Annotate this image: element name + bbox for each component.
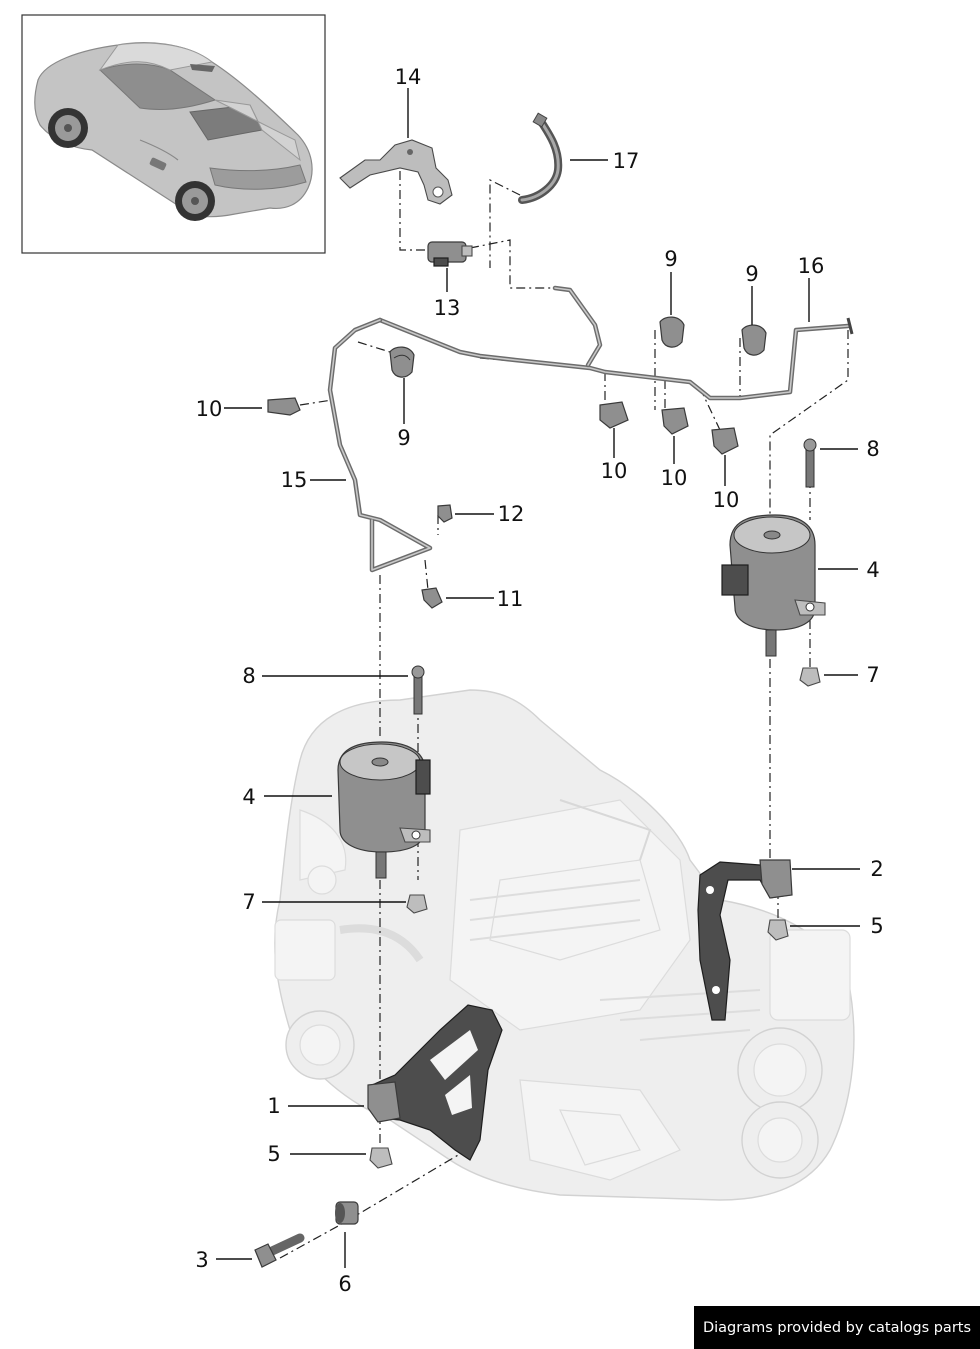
callout-10-a: 10 [196,397,223,421]
part-13-valve[interactable] [427,241,473,267]
callout-9-c: 9 [397,426,410,450]
callout-11: 11 [497,587,524,611]
callout-10-d: 10 [713,488,740,512]
part-12-fitting[interactable] [437,504,453,523]
callout-2: 2 [870,857,883,881]
assembly-lines [279,152,849,1259]
part-11-fitting[interactable] [421,587,443,609]
callout-5-b: 5 [267,1142,280,1166]
part-3-bolt[interactable] [254,1233,305,1268]
callout-17: 17 [613,149,640,173]
footer-credit-badge[interactable]: Diagrams provided by catalogs parts [694,1306,980,1349]
clamp-10-d[interactable] [711,427,739,455]
callout-10-c: 10 [661,466,688,490]
callout-6: 6 [338,1272,351,1296]
callout-13: 13 [434,296,461,320]
car-thumbnail-icon [34,42,313,221]
clamp-9-a[interactable] [389,346,415,378]
callout-4-a: 4 [866,558,879,582]
callout-9-a: 9 [664,247,677,271]
part-6-bushing[interactable] [335,1201,359,1225]
callout-labels: 14 17 13 9 9 16 10 9 10 10 10 15 8 12 4 … [195,65,883,1296]
vehicle-thumbnail[interactable] [21,14,326,254]
leader-lines [216,88,860,1268]
callout-15: 15 [281,468,308,492]
callout-3: 3 [195,1248,208,1272]
callout-14: 14 [395,65,422,89]
callout-9-b: 9 [745,262,758,286]
callout-8-a: 8 [866,437,879,461]
footer-credit-text: Diagrams provided by catalogs parts [702,1319,972,1336]
clamp-10-c[interactable] [661,407,689,435]
clamp-10-a[interactable] [267,397,301,416]
callout-7-a: 7 [866,663,879,687]
callout-12: 12 [498,502,525,526]
part-2-bracket[interactable] [697,859,793,1021]
callout-8-b: 8 [242,664,255,688]
part-1-bracket[interactable] [367,1004,503,1169]
clamp-9-b[interactable] [659,316,685,348]
part-4-mount-right[interactable] [721,438,826,687]
clamp-10-b[interactable] [599,401,629,429]
callout-5-a: 5 [870,914,883,938]
part-14-bracket[interactable] [339,139,453,205]
part-4-mount-left[interactable] [337,665,431,914]
callout-1: 1 [267,1094,280,1118]
callout-16: 16 [798,254,825,278]
callout-4-b: 4 [242,785,255,809]
callout-7-b: 7 [242,890,255,914]
part-15-16-pipes[interactable] [327,285,854,573]
clamp-9-c[interactable] [741,324,767,356]
callout-10-b: 10 [601,459,628,483]
part-17-hose[interactable] [518,112,563,204]
